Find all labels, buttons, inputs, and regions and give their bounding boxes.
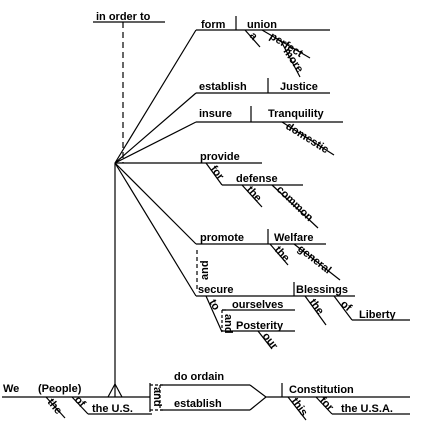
object-union: union (247, 19, 277, 31)
in-order-to-connector: in order to (93, 11, 165, 163)
conjunction-and-promote-secure: and (196, 250, 211, 290)
phrase-form: form union a perfect more (196, 16, 330, 78)
phrase-establish: establish Justice (196, 78, 330, 94)
modifier-domestic: domestic (283, 120, 330, 156)
conjunction-and-secure: and (222, 314, 234, 334)
object-blessings: Blessings (296, 284, 348, 296)
preposition-of-people: of (72, 394, 88, 410)
modifier-this: this (289, 396, 310, 419)
object-the-usa: the U.S.A. (341, 403, 393, 415)
conjunction-and-main: and (151, 387, 163, 407)
verb-establish-main: establish (174, 398, 222, 410)
object-constitution: Constitution (289, 384, 354, 396)
modifier-general: general (295, 243, 333, 277)
phrase-promote: promote Welfare the general (196, 229, 341, 281)
verb-do-ordain: do ordain (174, 371, 224, 383)
modifier-our: our (260, 330, 281, 352)
phrase-secure: secure Blessings the of Liberty to ourse… (196, 282, 410, 352)
modifier-the-promote: the (272, 244, 292, 264)
modifier-common: common (274, 184, 316, 225)
object-posterity: Posterity (236, 320, 284, 332)
phrase-provide: provide for defense the common (196, 151, 319, 229)
object-tranquility: Tranquility (268, 108, 325, 120)
verb-promote: promote (200, 232, 244, 244)
infinitive-fan (114, 29, 197, 297)
modifier-the-secure: the (307, 297, 326, 317)
object-ourselves: ourselves (232, 299, 283, 311)
appositive-people: (People) (38, 383, 82, 395)
preposition-for-main: for (317, 395, 336, 414)
verb-establish: establish (199, 81, 247, 93)
main-clause: We (People) the of the U.S. and do ordai… (2, 163, 410, 421)
object-justice: Justice (280, 81, 318, 93)
conjunction-and-promote: and (199, 260, 211, 280)
object-defense: defense (236, 173, 278, 185)
phrase-insure: insure Tranquility domestic (196, 106, 343, 156)
subject-we: We (3, 383, 19, 395)
connector-label: in order to (96, 11, 151, 23)
modifier-a: a (247, 30, 261, 43)
modifier-the-provide: the (244, 184, 264, 204)
verb-form: form (201, 19, 226, 31)
object-the-us: the U.S. (92, 403, 133, 415)
object-liberty: Liberty (359, 309, 397, 321)
preposition-for: for (208, 163, 227, 183)
verb-insure: insure (199, 108, 232, 120)
verb-secure: secure (198, 284, 233, 296)
object-welfare: Welfare (274, 232, 314, 244)
verb-provide: provide (200, 151, 240, 163)
preposition-to: to (206, 298, 222, 313)
preposition-of: of (338, 298, 354, 314)
